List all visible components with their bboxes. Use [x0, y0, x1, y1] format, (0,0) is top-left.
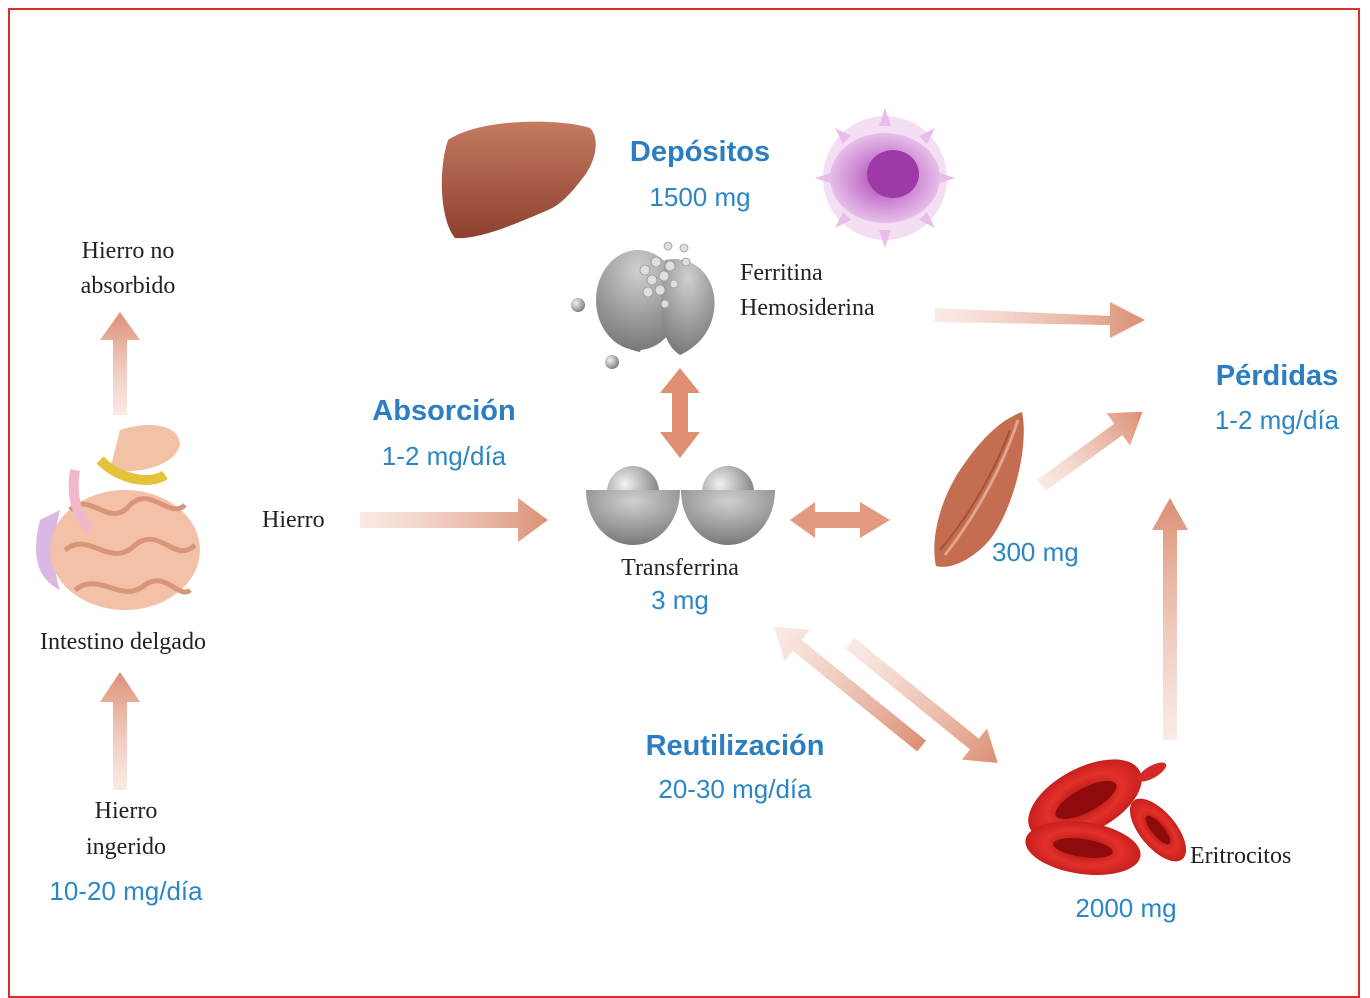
- hierro-no-absorbido-line2: absorbido: [81, 273, 176, 300]
- ferritin-icon: [571, 242, 715, 369]
- hierro-label: Hierro: [262, 507, 325, 534]
- absorcion-title: Absorción: [372, 395, 515, 428]
- absorcion-value: 1-2 mg/día: [382, 441, 506, 472]
- depositos-value: 1500 mg: [649, 182, 750, 213]
- liver-icon: [442, 122, 596, 239]
- arrow-ingerido-to-intestine: [100, 672, 140, 790]
- erythrocytes-icon: [1015, 743, 1196, 882]
- arrow-hierro-to-transferrina: [360, 498, 548, 542]
- hierro-no-absorbido-line1: Hierro no: [82, 238, 175, 265]
- perdidas-title: Pérdidas: [1216, 360, 1339, 393]
- perdidas-value: 1-2 mg/día: [1215, 405, 1339, 436]
- arrow-depositos-to-perdidas: [935, 302, 1145, 338]
- eritrocitos-value: 2000 mg: [1075, 893, 1176, 924]
- arrow-musculo-to-perdidas: [1030, 396, 1155, 502]
- arrow-eritrocitos-to-perdidas: [1152, 498, 1188, 740]
- eritrocitos-label: Eritrocitos: [1190, 843, 1291, 870]
- depositos-title: Depósitos: [630, 136, 770, 169]
- hierro-ingerido-line2: ingerido: [86, 834, 166, 861]
- intestino-label: Intestino delgado: [40, 629, 206, 656]
- arrow-transferrina-musculo: [790, 502, 890, 538]
- ferritina-label: Ferritina: [740, 260, 823, 287]
- transferrina-label: Transferrina: [621, 555, 739, 582]
- reutilizacion-value: 20-30 mg/día: [658, 774, 811, 805]
- musculo-value: 300 mg: [992, 537, 1079, 568]
- transferrin-icon: [586, 466, 775, 545]
- arrow-intestine-to-noabsorbido: [100, 312, 140, 415]
- hemosiderina-label: Hemosiderina: [740, 295, 875, 322]
- intestine-icon: [36, 425, 200, 610]
- hierro-ingerido-line1: Hierro: [95, 798, 158, 825]
- transferrina-value: 3 mg: [651, 585, 709, 616]
- arrow-ferritina-transferrina: [660, 368, 700, 458]
- macrophage-icon: [815, 108, 955, 248]
- reutilizacion-title: Reutilización: [646, 730, 825, 763]
- hierro-ingerido-value: 10-20 mg/día: [49, 876, 202, 907]
